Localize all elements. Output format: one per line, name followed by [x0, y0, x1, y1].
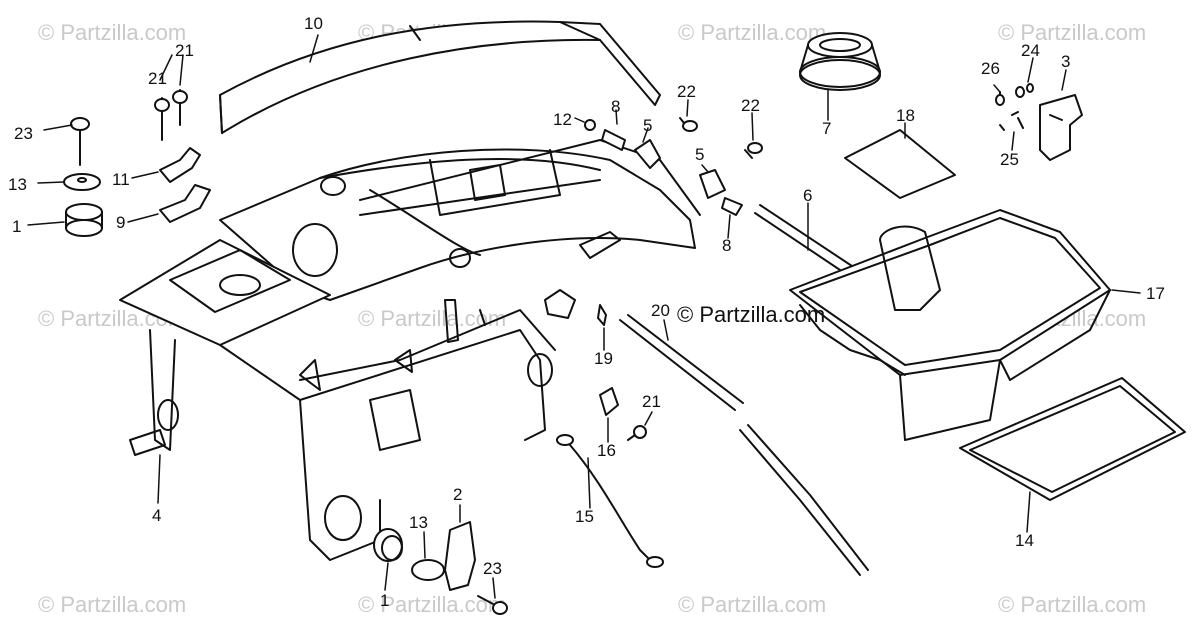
- part-10-rail: [219, 20, 661, 134]
- part-1-mount-lower: [373, 528, 403, 562]
- part-26-screw: [995, 91, 1005, 106]
- watermark: © Partzilla.com: [38, 20, 187, 45]
- part-21-bolt-lower: [627, 425, 647, 441]
- callout-24: 24: [1021, 41, 1040, 60]
- callout-8: 8: [611, 97, 621, 116]
- callout-25: 25: [1000, 150, 1019, 169]
- callout-3: 3: [1061, 52, 1071, 71]
- callout-23: 23: [14, 124, 33, 143]
- part-7-cap: [799, 32, 881, 91]
- callout-16: 16: [597, 441, 616, 460]
- callout-15: 15: [575, 507, 594, 526]
- callout-9: 9: [116, 213, 126, 232]
- part-12-8-5-fittings: [584, 119, 661, 169]
- callout-22: 22: [677, 82, 696, 101]
- part-16-clamp: [599, 387, 619, 416]
- leader-lines: [27, 34, 1141, 599]
- callout-5: 5: [643, 116, 653, 135]
- callout-1: 1: [12, 217, 22, 236]
- watermark: © Partzilla.com: [38, 592, 187, 617]
- callout-21: 21: [175, 41, 194, 60]
- part-1-mount: [65, 203, 103, 237]
- callout-20: 20: [651, 301, 670, 320]
- callout-1: 1: [380, 591, 390, 610]
- callout-21: 21: [148, 69, 167, 88]
- part-2-bracket: [444, 521, 476, 591]
- watermark: © Partzilla.com: [358, 592, 507, 617]
- part-13-washer-lower: [411, 559, 445, 581]
- part-9-bracket: [159, 184, 211, 223]
- part-19-clip: [597, 304, 607, 326]
- part-22-screws: [679, 117, 763, 159]
- part-24-25-hardware: [999, 83, 1034, 131]
- callout-4: 4: [152, 506, 162, 525]
- part-5-8-fittings-right: [699, 169, 743, 216]
- callout-5: 5: [695, 145, 705, 164]
- part-3-bracket: [1039, 94, 1083, 161]
- callout-19: 19: [594, 349, 613, 368]
- callout-26: 26: [981, 59, 1000, 78]
- callout-8: 8: [722, 236, 732, 255]
- callout-13: 13: [409, 513, 428, 532]
- watermark: © Partzilla.com: [678, 20, 827, 45]
- callout-6: 6: [803, 186, 813, 205]
- part-20-hose: [619, 314, 869, 576]
- part-17-tray: [789, 209, 1111, 441]
- callout-10: 10: [304, 14, 323, 33]
- part-11-bracket: [159, 147, 201, 183]
- part-4-frame: [119, 139, 701, 561]
- part-18-label: [844, 129, 956, 199]
- callout-11: 11: [112, 170, 130, 189]
- callout-23: 23: [483, 559, 502, 578]
- watermark: © Partzilla.com: [678, 592, 827, 617]
- callout-13: 13: [8, 175, 27, 194]
- part-15-cable: [556, 434, 664, 568]
- part-13-washer: [63, 173, 101, 191]
- part-21-bolts: [154, 89, 188, 141]
- part-14-gasket: [959, 377, 1186, 501]
- callout-2: 2: [453, 485, 463, 504]
- callout-22: 22: [741, 96, 760, 115]
- part-23-bolt: [70, 117, 90, 166]
- center-watermark: © Partzilla.com: [677, 302, 826, 327]
- watermark: © Partzilla.com: [998, 20, 1147, 45]
- callout-21: 21: [642, 392, 661, 411]
- part-latch: [544, 289, 576, 319]
- callout-18: 18: [896, 106, 915, 125]
- callout-14: 14: [1015, 531, 1034, 550]
- callout-12: 12: [553, 110, 572, 129]
- callout-7: 7: [822, 119, 832, 138]
- watermark: © Partzilla.com: [998, 592, 1147, 617]
- part-23-bolt-lower: [477, 595, 508, 615]
- callout-17: 17: [1146, 284, 1165, 303]
